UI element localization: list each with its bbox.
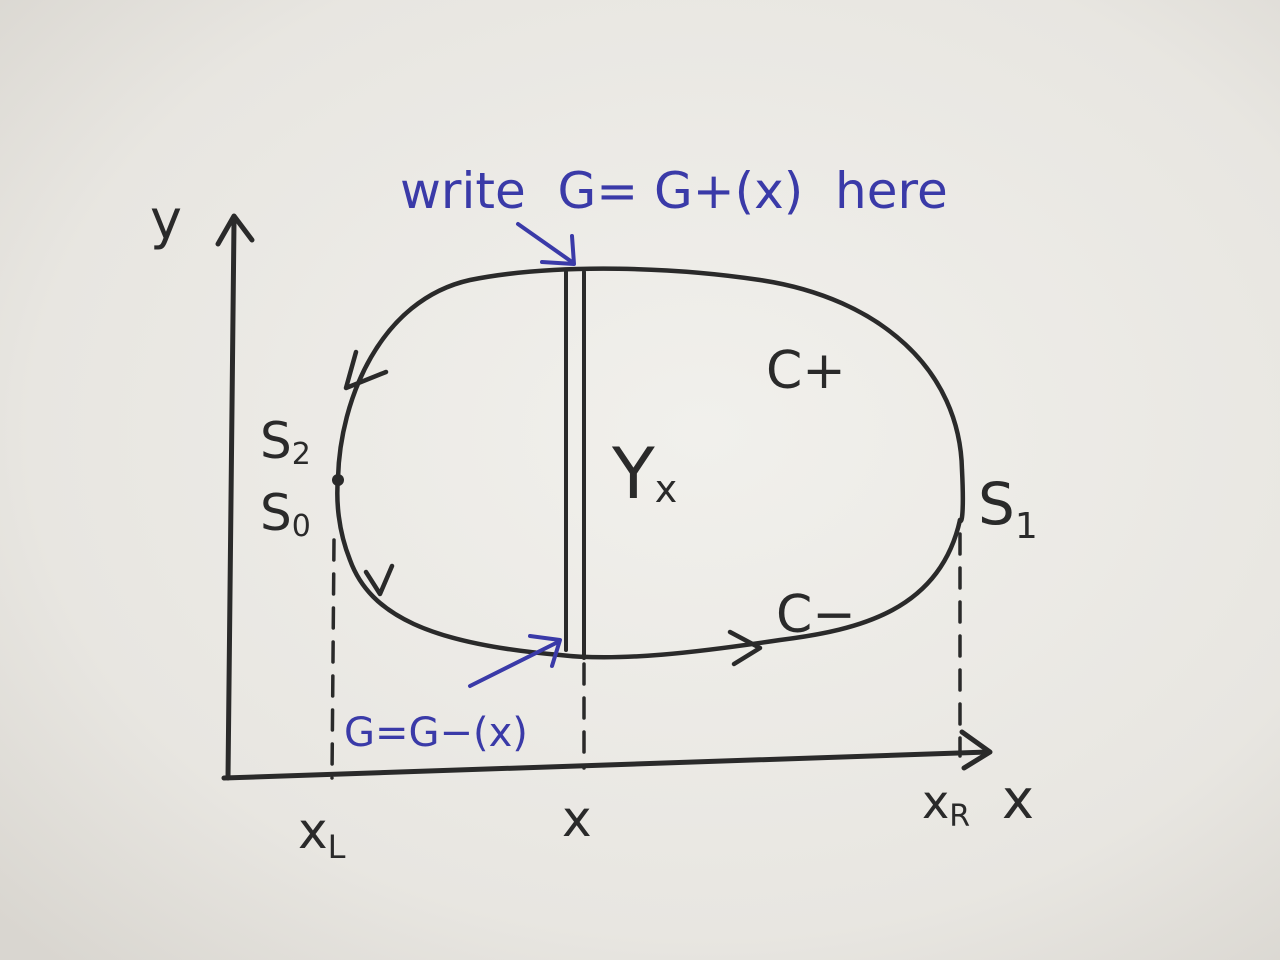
region-yx-sub: x [655,467,678,511]
y-axis-arrowhead [215,213,255,247]
s2-sub: 2 [292,437,311,472]
top-pointer-arrow [516,222,574,264]
s1-base: S [978,470,1015,538]
top-pointer-arrowhead [540,234,576,266]
x-left-base: x [298,802,328,860]
x-mid-label: x [562,790,592,848]
closed-orbit [335,266,966,667]
blue-pointers [468,222,576,688]
s1-sub: 1 [1015,506,1038,547]
x-right-label: xR [922,775,970,834]
x-right-sub: R [949,799,970,834]
x-axis-line [221,749,991,781]
dashed-x-left [330,538,336,780]
black-labels: y x xL x xR C+ C− Yx S1 S2 S0 [150,188,1038,866]
y-axis-line [225,219,237,781]
c-minus-label: C− [776,585,856,645]
region-yx-label: Yx [611,433,677,515]
blue-annotations: write G= G+(x) here G=G−(x) [344,162,948,756]
arrow-bottom-right [727,629,763,667]
s2-label: S2 [260,412,311,472]
x-left-sub: L [328,828,346,866]
point-s0-s2 [332,474,344,486]
x-axis-label: x [1002,768,1034,831]
bottom-pointer-arrowhead [528,634,562,668]
arrow-lower-left [363,563,395,597]
curve-c-minus [335,475,963,660]
dashed-guides [330,532,962,780]
bottom-annotation: G=G−(x) [344,710,528,756]
s1-label: S1 [978,470,1038,547]
x-left-label: xL [298,802,346,866]
s0-label: S0 [260,484,311,544]
top-annotation: write G= G+(x) here [400,162,948,220]
section-at-x [564,270,586,660]
s0-base: S [260,484,292,542]
x-axis-arrowhead [959,729,993,771]
axes [215,213,993,781]
region-yx-base: Y [611,433,655,515]
bottom-pointer-arrow [468,640,560,688]
s0-sub: 0 [292,509,311,544]
x-right-base: x [922,775,949,829]
c-plus-label: C+ [766,341,846,401]
s2-base: S [260,412,292,470]
y-axis-label: y [150,188,182,251]
arrow-upper-left [343,349,389,391]
curve-c-plus [335,266,966,524]
